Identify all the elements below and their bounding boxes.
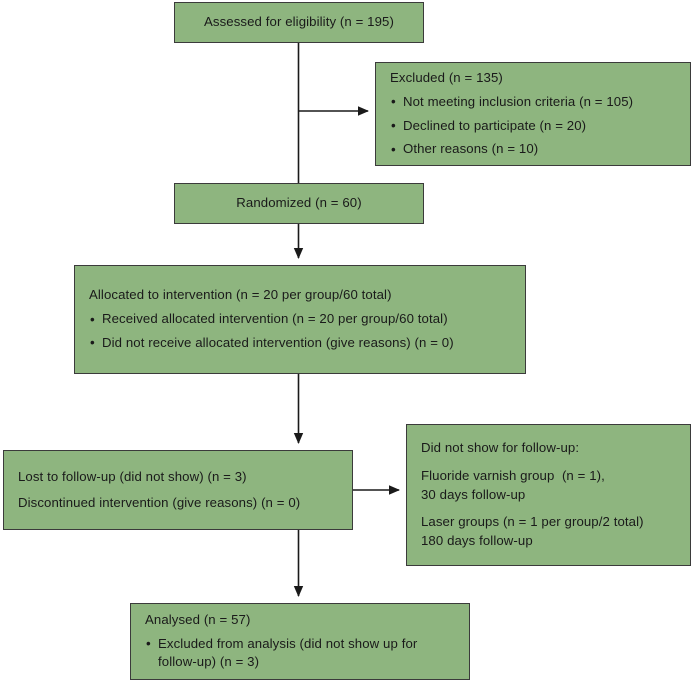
allocation-item: Received allocated intervention (n = 20 … <box>89 310 513 329</box>
analysis-item-list: Excluded from analysis (did not show up … <box>145 630 457 672</box>
excluded-reason-item: Other reasons (n = 10) <box>390 140 678 159</box>
node-did-not-show-detail: Did not show for follow-up: Fluoride var… <box>406 424 691 566</box>
allocation-item-list: Received allocated intervention (n = 20 … <box>89 305 513 353</box>
node-follow-up: Lost to follow-up (did not show) (n = 3)… <box>3 450 353 530</box>
did-not-show-group1-line2: 30 days follow-up <box>421 486 526 502</box>
analysis-item: Excluded from analysis (did not show up … <box>145 634 457 672</box>
did-not-show-group2-line2: 180 days follow-up <box>421 533 533 549</box>
node-randomized: Randomized (n = 60) <box>174 183 424 224</box>
node-analysis: Analysed (n = 57) Excluded from analysis… <box>130 603 470 680</box>
follow-up-line: Lost to follow-up (did not show) (n = 3) <box>18 468 247 484</box>
analysis-heading: Analysed (n = 57) <box>145 611 251 627</box>
excluded-reason-item: Not meeting inclusion criteria (n = 105) <box>390 92 678 112</box>
node-assessed-for-eligibility: Assessed for eligibility (n = 195) <box>174 2 424 43</box>
randomized-label: Randomized (n = 60) <box>236 195 362 211</box>
follow-up-line: Discontinued intervention (give reasons)… <box>18 494 301 510</box>
allocation-item: Did not receive allocated intervention (… <box>89 333 513 353</box>
excluded-reason-list: Not meeting inclusion criteria (n = 105)… <box>390 88 678 159</box>
did-not-show-group1-line1: Fluoride varnish group (n = 1), <box>421 467 605 483</box>
excluded-heading: Excluded (n = 135) <box>390 70 503 86</box>
excluded-reason-item: Declined to participate (n = 20) <box>390 116 678 136</box>
did-not-show-heading: Did not show for follow-up: <box>421 440 580 456</box>
allocation-heading: Allocated to intervention (n = 20 per gr… <box>89 287 392 303</box>
assessed-label: Assessed for eligibility (n = 195) <box>204 14 394 30</box>
node-allocation: Allocated to intervention (n = 20 per gr… <box>74 265 526 374</box>
did-not-show-group2-line1: Laser groups (n = 1 per group/2 total) <box>421 514 644 530</box>
node-excluded: Excluded (n = 135) Not meeting inclusion… <box>375 62 691 166</box>
